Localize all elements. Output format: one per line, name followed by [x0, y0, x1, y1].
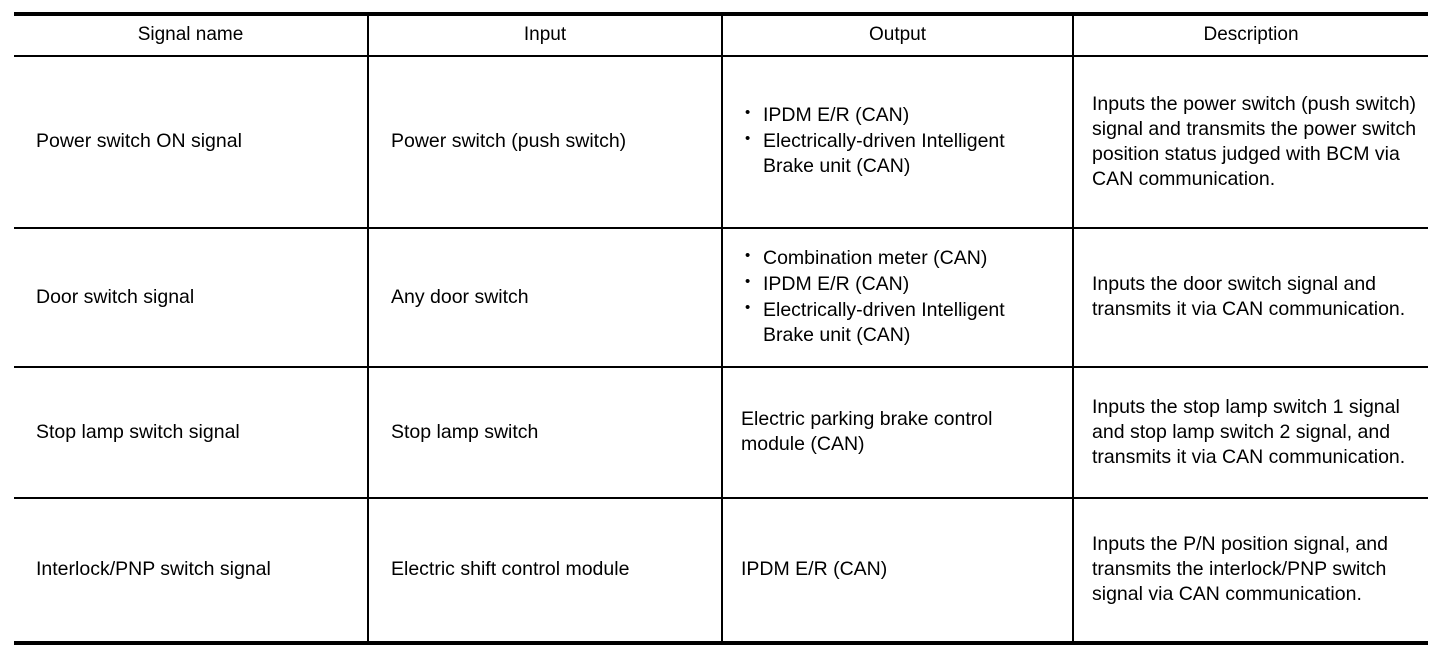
cell-input: Power switch (push switch)	[367, 55, 723, 229]
signal-list-table: Signal name Input Output Description Pow…	[14, 12, 1428, 645]
list-item: Combination meter (CAN)	[741, 245, 1058, 271]
list-item: IPDM E/R (CAN)	[741, 271, 1058, 297]
cell-signal-name: Stop lamp switch signal	[14, 366, 369, 499]
list-item: Electrically-driven Intelligent Brake un…	[741, 297, 1058, 348]
cell-input: Stop lamp switch	[367, 366, 723, 499]
cell-input: Any door switch	[367, 227, 723, 368]
signal-name-text: Power switch ON signal	[36, 130, 242, 153]
output-bullet-text: Electrically-driven Intelligent Brake un…	[763, 298, 1005, 346]
output-bullet-text: Combination meter (CAN)	[763, 246, 988, 269]
input-text: Stop lamp switch	[391, 420, 539, 443]
cell-description: Inputs the power switch (push switch) si…	[1072, 55, 1428, 229]
table-header-row: Signal name Input Output Description	[14, 12, 1428, 57]
cell-input: Electric shift control module	[367, 497, 723, 645]
cell-output: IPDM E/R (CAN)	[721, 497, 1074, 645]
input-text: Electric shift control module	[391, 558, 630, 581]
cell-output: Combination meter (CAN) IPDM E/R (CAN) E…	[721, 227, 1074, 368]
output-text: Electric parking brake control module (C…	[741, 408, 993, 456]
signal-name-text: Stop lamp switch signal	[36, 420, 240, 443]
cell-description: Inputs the door switch signal and transm…	[1072, 227, 1428, 368]
column-header-description: Description	[1072, 12, 1428, 57]
table-row: Interlock/PNP switch signal Electric shi…	[14, 497, 1428, 645]
description-text: Inputs the power switch (push switch) si…	[1092, 92, 1417, 190]
list-item: Electrically-driven Intelligent Brake un…	[741, 128, 1058, 179]
column-header-signal-name: Signal name	[14, 12, 369, 57]
column-header-input: Input	[367, 12, 723, 57]
input-text: Any door switch	[391, 285, 529, 308]
description-text: Inputs the door switch signal and transm…	[1092, 273, 1406, 321]
column-header-output: Output	[721, 12, 1074, 57]
output-bullet-text: IPDM E/R (CAN)	[763, 104, 910, 127]
table-row: Door switch signal Any door switch Combi…	[14, 227, 1428, 368]
cell-description: Inputs the P/N position signal, and tran…	[1072, 497, 1428, 645]
cell-output: IPDM E/R (CAN) Electrically-driven Intel…	[721, 55, 1074, 229]
signal-name-text: Door switch signal	[36, 285, 195, 308]
table-row: Power switch ON signal Power switch (pus…	[14, 55, 1428, 229]
cell-description: Inputs the stop lamp switch 1 signal and…	[1072, 366, 1428, 499]
output-bullet-text: IPDM E/R (CAN)	[763, 272, 910, 295]
output-bullet-text: Electrically-driven Intelligent Brake un…	[763, 130, 1005, 178]
description-text: Inputs the stop lamp switch 1 signal and…	[1092, 395, 1406, 468]
input-text: Power switch (push switch)	[391, 130, 627, 153]
list-item: IPDM E/R (CAN)	[741, 102, 1058, 128]
cell-signal-name: Door switch signal	[14, 227, 369, 368]
cell-signal-name: Interlock/PNP switch signal	[14, 497, 369, 645]
cell-signal-name: Power switch ON signal	[14, 55, 369, 229]
output-text: IPDM E/R (CAN)	[741, 558, 888, 581]
table-body: Power switch ON signal Power switch (pus…	[14, 55, 1428, 645]
output-bullet-list: IPDM E/R (CAN) Electrically-driven Intel…	[741, 102, 1058, 179]
document-page: Signal name Input Output Description Pow…	[0, 0, 1456, 612]
cell-output: Electric parking brake control module (C…	[721, 366, 1074, 499]
signal-name-text: Interlock/PNP switch signal	[36, 558, 271, 581]
table-header: Signal name Input Output Description	[14, 12, 1428, 57]
output-bullet-list: Combination meter (CAN) IPDM E/R (CAN) E…	[741, 245, 1058, 348]
table-row: Stop lamp switch signal Stop lamp switch…	[14, 366, 1428, 499]
description-text: Inputs the P/N position signal, and tran…	[1092, 533, 1388, 606]
